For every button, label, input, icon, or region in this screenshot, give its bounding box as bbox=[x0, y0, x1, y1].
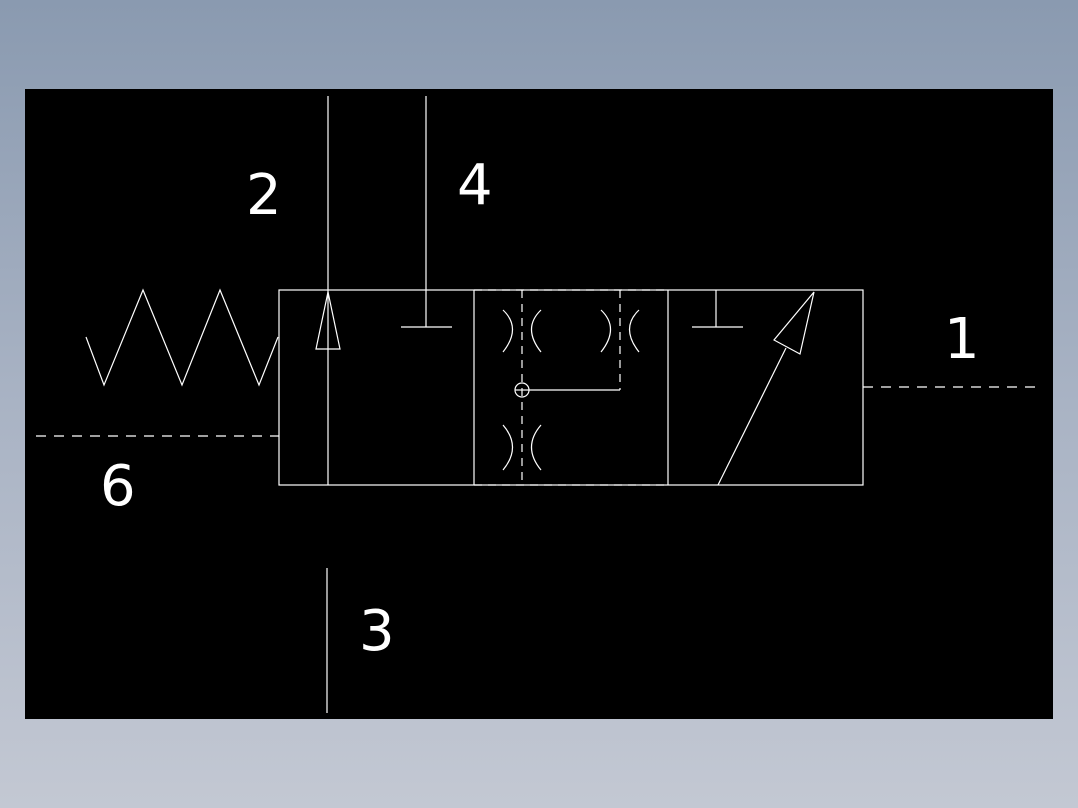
port-label-1: 1 bbox=[944, 307, 980, 372]
orifice-lower-a bbox=[502, 424, 514, 471]
orifice-upper-right-a bbox=[600, 309, 612, 353]
port-label-3: 3 bbox=[359, 599, 395, 664]
port-label-6: 6 bbox=[100, 454, 136, 519]
orifice-upper-right-b bbox=[628, 309, 640, 353]
orifice-upper-left-b bbox=[530, 309, 542, 353]
port-label-2: 2 bbox=[246, 163, 282, 228]
drawing-viewport bbox=[25, 89, 1053, 719]
orifice-upper-left-a bbox=[502, 309, 514, 353]
diagonal-arrow-head-icon bbox=[773, 291, 815, 355]
port-label-4: 4 bbox=[457, 153, 493, 218]
valve-body bbox=[278, 289, 864, 486]
flow-arrow-up-icon bbox=[315, 291, 341, 350]
diagonal-flow-line bbox=[717, 347, 787, 486]
spring-symbol bbox=[85, 288, 279, 387]
orifice-lower-b bbox=[530, 424, 542, 471]
